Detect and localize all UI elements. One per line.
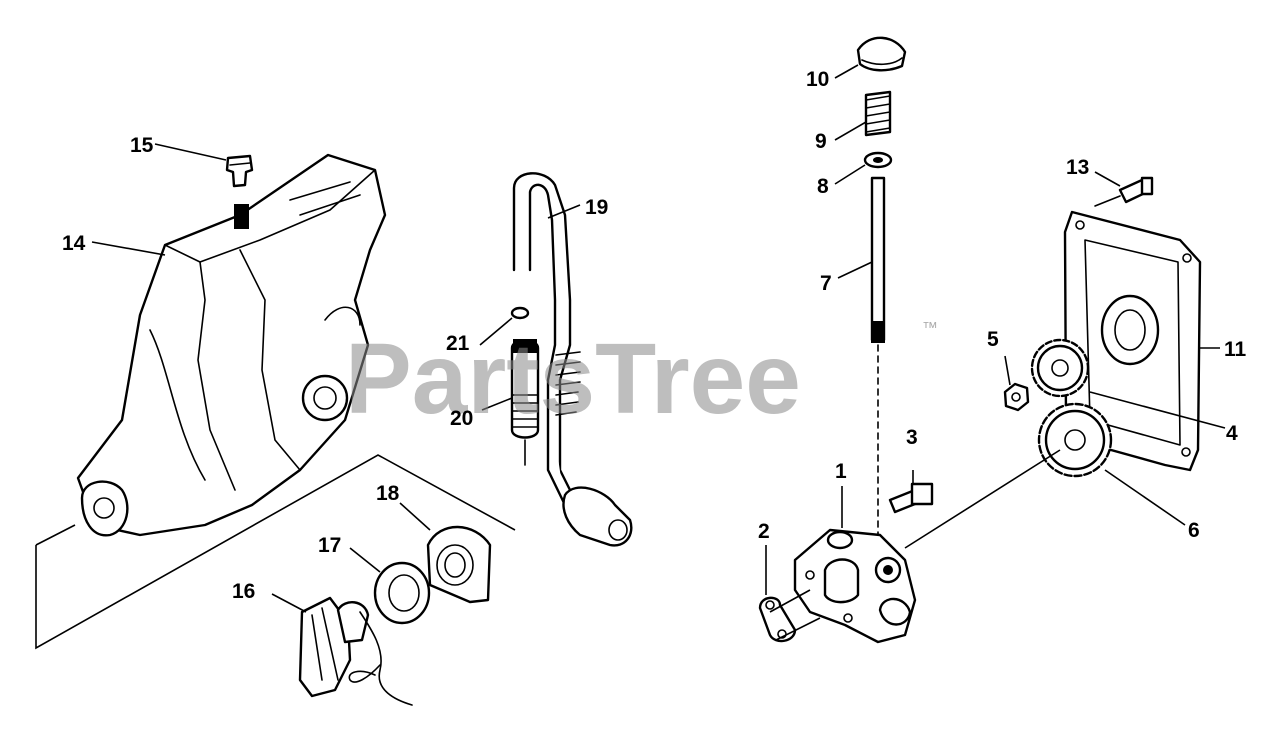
driven-gear-part-6[interactable] [1037,402,1113,478]
callout-13: 13 [1066,156,1089,179]
callout-10: 10 [806,68,829,91]
gasket-part-18[interactable] [426,525,492,604]
oil-pump-body-part-1[interactable] [793,528,917,644]
callout-5: 5 [987,328,999,351]
callout-2: 2 [758,520,770,543]
callout-3: 3 [906,426,918,449]
washer-part-8[interactable] [863,151,893,169]
oil-cap-part-16[interactable] [298,596,413,706]
nut-part-5[interactable] [1003,382,1030,412]
o-ring-part-21[interactable] [510,306,530,320]
plug-part-15[interactable] [225,154,254,188]
leader-lines [91,64,1226,641]
assembly-bracket-lines [35,454,516,650]
callout-7: 7 [820,272,832,295]
callout-6: 6 [1188,519,1200,542]
partstree-watermark: PartsTree ™ [345,320,938,435]
callout-19: 19 [585,196,608,219]
oil-tank-housing[interactable] [76,153,387,537]
callout-11: 11 [1224,338,1247,361]
watermark-trademark: ™ [922,320,938,337]
callout-16: 16 [232,580,255,603]
filter-part-20[interactable] [510,339,540,466]
callout-8: 8 [817,175,829,198]
callout-4: 4 [1226,422,1238,445]
callout-labels: 15 14 16 17 18 19 21 20 10 9 8 7 13 11 5… [62,68,1247,603]
callout-18: 18 [376,482,400,505]
watermark-text: PartsTree [345,323,801,435]
callout-21: 21 [446,332,470,355]
oil-hose-part-19[interactable] [512,172,633,547]
seal-part-17[interactable] [373,561,431,625]
callout-15: 15 [130,134,154,157]
callout-14: 14 [62,232,86,255]
callout-17: 17 [318,534,341,557]
plunger-part-7[interactable] [870,176,886,546]
drive-gear-part-4[interactable] [1030,338,1090,398]
callout-20: 20 [450,407,473,430]
pump-link-part-2[interactable] [758,596,797,643]
screw-part-13[interactable] [1094,176,1154,207]
plunger-cap-part-10[interactable] [856,36,907,72]
bolt-part-3[interactable] [888,482,934,514]
spring-part-9[interactable] [864,90,892,137]
callout-9: 9 [815,130,827,153]
callout-1: 1 [835,460,847,483]
cover-plate-part-11[interactable] [1063,210,1202,472]
